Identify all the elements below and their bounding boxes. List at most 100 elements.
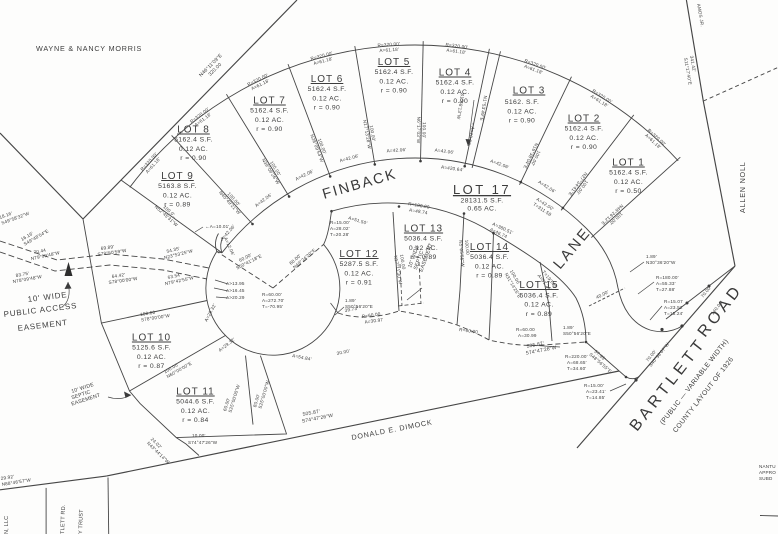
svg-text:←A=10.00: ←A=10.00	[466, 121, 476, 145]
svg-text:LOT 12: LOT 12	[339, 249, 378, 260]
svg-text:LOT 2: LOT 2	[568, 114, 601, 125]
svg-text:N88°46'57"W: N88°46'57"W	[1, 477, 31, 487]
svg-text:S50°56'20"E: S50°56'20"E	[345, 304, 373, 309]
svg-text:S50°56'20"E: S50°56'20"E	[563, 331, 591, 336]
svg-text:A=30.97: A=30.97	[364, 317, 383, 325]
svg-text:5162.4 S.F.: 5162.4 S.F.	[250, 108, 289, 115]
svg-text:60.00': 60.00'	[238, 252, 252, 263]
svg-text:LOT 17: LOT 17	[453, 182, 511, 197]
svg-text:505.87': 505.87'	[302, 409, 320, 418]
svg-text:R=60.00: R=60.00	[459, 327, 479, 335]
svg-text:N5°05'55"W: N5°05'55"W	[458, 240, 465, 268]
svg-text:A=42.06': A=42.06'	[386, 147, 406, 153]
svg-text:LOT 9: LOT 9	[161, 171, 194, 182]
svg-text:5162.4 S.F.: 5162.4 S.F.	[609, 170, 648, 177]
svg-text:0.12 AC.: 0.12 AC.	[344, 270, 373, 277]
svg-text:18.16': 18.16'	[0, 211, 13, 220]
svg-text:5036.4 S.F.: 5036.4 S.F.	[520, 292, 559, 299]
svg-text:60.00': 60.00'	[222, 397, 231, 411]
svg-text:100.00': 100.00'	[317, 138, 328, 155]
svg-text:R=180.00: R=180.00	[408, 201, 430, 210]
svg-text:N6°17'03"W: N6°17'03"W	[416, 117, 421, 144]
svg-text:A=28.02': A=28.02'	[330, 226, 350, 231]
svg-text:N17°13'28"W: N17°13'28"W	[362, 119, 372, 149]
svg-text:28131.5 S.F.: 28131.5 S.F.	[461, 198, 504, 205]
svg-text:R=15.07: R=15.07	[664, 299, 683, 304]
svg-text:←A=10.01': ←A=10.01'	[205, 224, 230, 229]
svg-text:A=23.52: A=23.52	[664, 305, 683, 310]
svg-text:5162.4 S.F.: 5162.4 S.F.	[174, 137, 213, 144]
svg-text:WAYNE & NANCY MORRIS: WAYNE & NANCY MORRIS	[36, 44, 142, 53]
svg-text:N, LLC: N, LLC	[4, 516, 10, 534]
svg-text:r = 0.89: r = 0.89	[410, 254, 436, 261]
svg-text:S1°58'13"W: S1°58'13"W	[456, 93, 465, 120]
svg-text:0.12 AC.: 0.12 AC.	[179, 146, 208, 153]
svg-text:A=61.18': A=61.18'	[313, 56, 333, 66]
svg-text:A=61.18': A=61.18'	[379, 47, 399, 53]
svg-text:r = 0.89: r = 0.89	[476, 273, 502, 280]
svg-text:100.00: 100.00	[464, 239, 470, 255]
svg-text:30.00': 30.00'	[336, 348, 350, 356]
svg-text:R=60.00': R=60.00'	[262, 292, 282, 297]
svg-text:LOT 7: LOT 7	[253, 96, 286, 107]
svg-text:SEPTIC: SEPTIC	[71, 389, 92, 401]
svg-text:r = 0.89: r = 0.89	[164, 202, 190, 209]
svg-text:LOT 14: LOT 14	[470, 242, 509, 253]
svg-text:LOT 3: LOT 3	[513, 86, 546, 97]
svg-text:0.12 AC.: 0.12 AC.	[409, 245, 438, 252]
svg-text:83.75': 83.75'	[15, 271, 29, 278]
svg-text:29.92': 29.92'	[0, 474, 14, 481]
svg-text:A=61.18': A=61.18'	[523, 64, 543, 75]
svg-text:S74°47'26"W: S74°47'26"W	[302, 413, 334, 425]
svg-text:100.00: 100.00	[140, 310, 156, 317]
svg-text:A>20.29: A>20.29	[226, 295, 245, 300]
svg-text:r = 0.84: r = 0.84	[182, 417, 208, 424]
svg-text:341.42': 341.42'	[689, 55, 697, 72]
svg-text:r = 0.50: r = 0.50	[615, 188, 641, 195]
svg-text:LOT 13: LOT 13	[404, 224, 443, 235]
svg-text:5287.5 S.F.: 5287.5 S.F.	[340, 261, 379, 268]
svg-text:5162.4 S.F.: 5162.4 S.F.	[436, 80, 475, 87]
svg-text:N1°53'49"E: N1°53'49"E	[479, 95, 488, 121]
svg-text:0.12 AC.: 0.12 AC.	[614, 179, 643, 186]
svg-text:S78°00'00"W: S78°00'00"W	[141, 313, 171, 323]
svg-text:AMOS JR.: AMOS JR.	[696, 3, 705, 27]
svg-text:T=14.85': T=14.85'	[586, 395, 605, 400]
svg-text:A=55.33': A=55.33'	[656, 281, 676, 286]
svg-text:S78°50'59"W: S78°50'59"W	[97, 248, 127, 257]
svg-text:r = 0.90: r = 0.90	[381, 88, 407, 95]
svg-text:LOT 1: LOT 1	[612, 158, 645, 169]
svg-text:r = 0.87: r = 0.87	[138, 363, 164, 370]
svg-text:T=-70.95': T=-70.95'	[262, 304, 283, 309]
svg-text:Y TRUST: Y TRUST	[78, 509, 85, 534]
svg-text:574°47'26"W: 574°47'26"W	[526, 345, 558, 357]
svg-text:0.12 AC.: 0.12 AC.	[379, 78, 408, 85]
svg-text:r = 0.90: r = 0.90	[509, 118, 535, 125]
svg-text:r = 0.89: r = 0.89	[526, 311, 552, 318]
svg-text:1.89': 1.89'	[646, 254, 657, 259]
svg-text:5163.8 S.F.: 5163.8 S.F.	[158, 183, 197, 190]
svg-text:0.12 AC.: 0.12 AC.	[507, 108, 536, 115]
svg-text:LOT 11: LOT 11	[176, 387, 214, 398]
svg-text:r = 0.90: r = 0.90	[180, 155, 206, 162]
svg-text:16.16': 16.16'	[20, 231, 34, 242]
svg-text:A=48.74: A=48.74	[409, 207, 428, 215]
svg-text:5162.4 S.F.: 5162.4 S.F.	[308, 86, 347, 93]
svg-text:100.00': 100.00'	[369, 125, 377, 142]
svg-text:0.12 AC.: 0.12 AC.	[475, 263, 504, 270]
svg-text:5162.4 S.F.: 5162.4 S.F.	[565, 126, 604, 133]
svg-text:A=51.50': A=51.50'	[348, 215, 368, 226]
svg-text:0.12 AC.: 0.12 AC.	[524, 302, 553, 309]
svg-text:LOT 6: LOT 6	[311, 74, 344, 85]
svg-text:A=42.06': A=42.06'	[339, 153, 359, 163]
svg-text:64.42': 64.42'	[111, 272, 125, 279]
svg-text:5125.6 S.F.: 5125.6 S.F.	[132, 345, 171, 352]
svg-text:r = 0.90: r = 0.90	[314, 105, 340, 112]
svg-text:T=20.28': T=20.28'	[330, 232, 349, 237]
svg-text:A=54.84': A=54.84'	[292, 353, 312, 362]
svg-text:1.89': 1.89'	[345, 298, 356, 303]
svg-text:SUBD: SUBD	[759, 476, 773, 481]
svg-text:5162.4 S.F.: 5162.4 S.F.	[375, 69, 414, 76]
svg-text:R=60.00: R=60.00	[361, 311, 381, 319]
svg-text:TLETT RD.: TLETT RD.	[60, 504, 67, 534]
